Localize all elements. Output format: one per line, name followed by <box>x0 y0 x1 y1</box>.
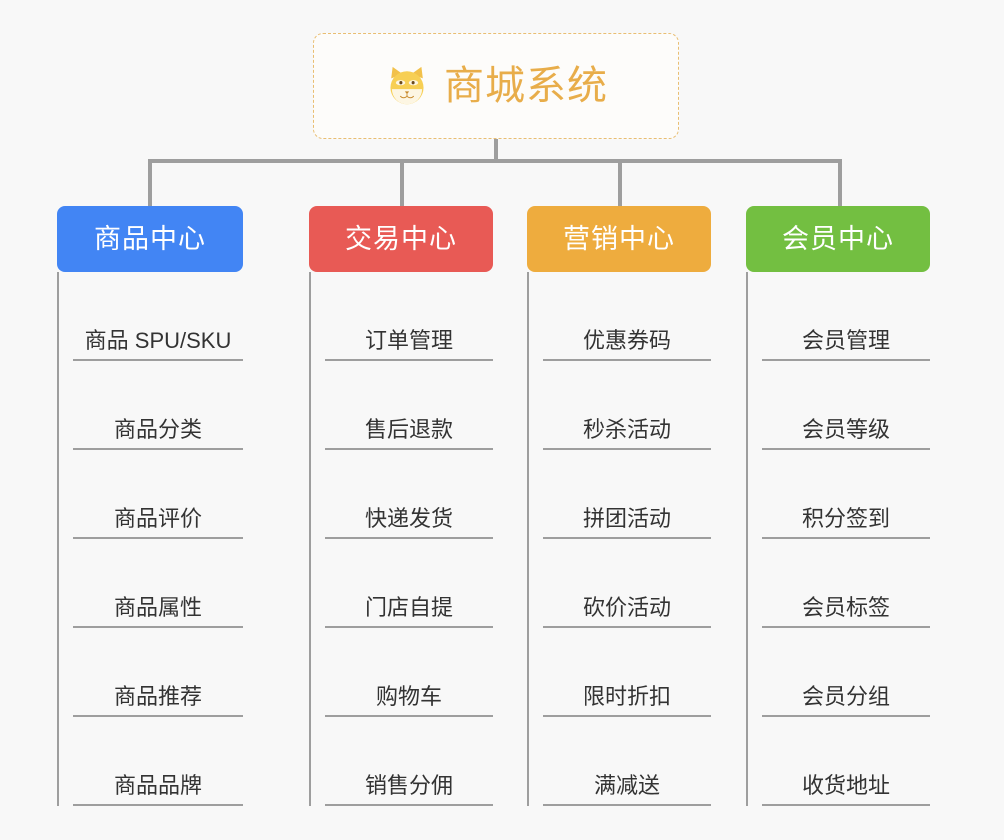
leaf-item-label: 销售分佣 <box>364 772 453 798</box>
leaf-item-label: 会员标签 <box>801 594 890 620</box>
branch-header-label: 营销中心 <box>563 223 675 254</box>
leaf-item-label: 商品属性 <box>113 594 202 620</box>
connector-drop-1 <box>148 159 152 206</box>
leaf-item-label: 会员等级 <box>801 416 890 442</box>
connector-horizontal-bus <box>150 159 840 163</box>
leaf-item-label: 会员管理 <box>801 327 890 353</box>
leaf-item[interactable]: 积分签到 <box>762 450 930 539</box>
leaf-item-label: 积分签到 <box>801 505 890 531</box>
branch-marketing-center: 营销中心 优惠券码 秒杀活动 拼团活动 砍价活动 限时折扣 满减送 <box>527 206 711 806</box>
leaf-item-label: 商品评价 <box>113 505 202 531</box>
leaf-item-label: 售后退款 <box>364 416 453 442</box>
leaf-item[interactable]: 售后退款 <box>325 361 493 450</box>
branch-leaf-list: 优惠券码 秒杀活动 拼团活动 砍价活动 限时折扣 满减送 <box>527 272 711 806</box>
leaf-item[interactable]: 商品 SPU/SKU <box>73 272 243 361</box>
leaf-item[interactable]: 拼团活动 <box>543 450 711 539</box>
branch-header[interactable]: 营销中心 <box>527 206 711 272</box>
leaf-item-label: 拼团活动 <box>582 505 671 531</box>
leaf-item[interactable]: 秒杀活动 <box>543 361 711 450</box>
leaf-item[interactable]: 满减送 <box>543 717 711 806</box>
leaf-item[interactable]: 商品品牌 <box>73 717 243 806</box>
leaf-item-label: 商品品牌 <box>113 772 202 798</box>
connector-drop-3 <box>618 159 622 206</box>
connector-root-stem <box>494 139 498 162</box>
leaf-item[interactable]: 商品分类 <box>73 361 243 450</box>
leaf-item-label: 会员分组 <box>801 683 890 709</box>
leaf-item-label: 商品推荐 <box>113 683 202 709</box>
connector-drop-2 <box>400 159 404 206</box>
leaf-item[interactable]: 会员分组 <box>762 628 930 717</box>
leaf-item-label: 满减送 <box>593 772 660 798</box>
leaf-item[interactable]: 会员标签 <box>762 539 930 628</box>
branch-header[interactable]: 交易中心 <box>309 206 493 272</box>
leaf-item-label: 砍价活动 <box>582 594 671 620</box>
branch-header-label: 交易中心 <box>345 223 457 254</box>
leaf-item[interactable]: 销售分佣 <box>325 717 493 806</box>
root-node[interactable]: 商城系统 <box>313 33 679 139</box>
connector-drop-4 <box>838 159 842 206</box>
leaf-item[interactable]: 门店自提 <box>325 539 493 628</box>
leaf-item-label: 优惠券码 <box>582 327 671 353</box>
branch-header-label: 会员中心 <box>782 223 894 254</box>
leaf-item[interactable]: 商品评价 <box>73 450 243 539</box>
branch-leaf-list: 商品 SPU/SKU 商品分类 商品评价 商品属性 商品推荐 商品品牌 <box>57 272 243 806</box>
leaf-item[interactable]: 收货地址 <box>762 717 930 806</box>
leaf-item-label: 快递发货 <box>364 505 453 531</box>
leaf-item[interactable]: 优惠券码 <box>543 272 711 361</box>
branch-header-label: 商品中心 <box>94 223 206 254</box>
leaf-item-label: 门店自提 <box>364 594 453 620</box>
leaf-item-label: 购物车 <box>375 683 442 709</box>
leaf-item[interactable]: 商品推荐 <box>73 628 243 717</box>
branch-leaf-list: 订单管理 售后退款 快递发货 门店自提 购物车 销售分佣 <box>309 272 493 806</box>
leaf-item-label: 商品分类 <box>113 416 202 442</box>
leaf-item[interactable]: 会员管理 <box>762 272 930 361</box>
branch-member-center: 会员中心 会员管理 会员等级 积分签到 会员标签 会员分组 收货地址 <box>746 206 930 806</box>
leaf-item[interactable]: 砍价活动 <box>543 539 711 628</box>
branch-header[interactable]: 商品中心 <box>57 206 243 272</box>
root-title: 商城系统 <box>444 64 608 108</box>
leaf-item[interactable]: 订单管理 <box>325 272 493 361</box>
leaf-item[interactable]: 快递发货 <box>325 450 493 539</box>
shiba-dog-face-icon <box>384 64 430 110</box>
leaf-item-label: 限时折扣 <box>582 683 671 709</box>
leaf-item-label: 收货地址 <box>801 772 890 798</box>
leaf-item-label: 商品 SPU/SKU <box>84 327 232 353</box>
leaf-item[interactable]: 会员等级 <box>762 361 930 450</box>
branch-header[interactable]: 会员中心 <box>746 206 930 272</box>
branch-trade-center: 交易中心 订单管理 售后退款 快递发货 门店自提 购物车 销售分佣 <box>309 206 493 806</box>
leaf-item-label: 秒杀活动 <box>582 416 671 442</box>
leaf-item[interactable]: 购物车 <box>325 628 493 717</box>
leaf-item[interactable]: 限时折扣 <box>543 628 711 717</box>
leaf-item-label: 订单管理 <box>364 327 453 353</box>
branch-leaf-list: 会员管理 会员等级 积分签到 会员标签 会员分组 收货地址 <box>746 272 930 806</box>
branch-product-center: 商品中心 商品 SPU/SKU 商品分类 商品评价 商品属性 商品推荐 商品品牌 <box>57 206 243 806</box>
leaf-item[interactable]: 商品属性 <box>73 539 243 628</box>
